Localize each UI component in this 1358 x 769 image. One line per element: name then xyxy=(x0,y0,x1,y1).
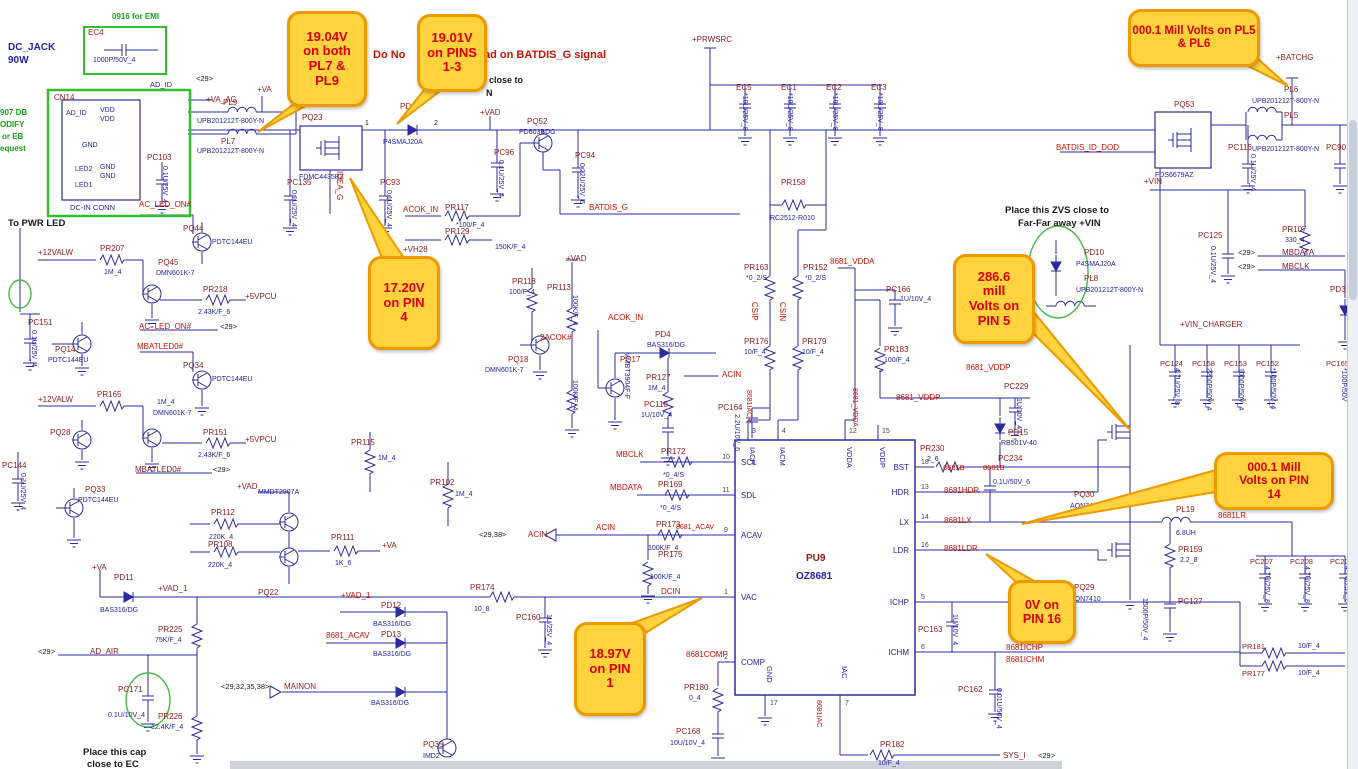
callout-18v97-pin-1: 18.97V on PIN 1 xyxy=(574,622,646,716)
callout-000-1mv-pin-14: 000.1 Mill Volts on PIN 14 xyxy=(1214,452,1334,510)
svg-text:SDL: SDL xyxy=(741,491,757,500)
svg-text:LX: LX xyxy=(899,518,909,527)
svg-text:11: 11 xyxy=(722,487,729,494)
scrollbar-thumb[interactable] xyxy=(1349,120,1357,300)
svg-text:COMP: COMP xyxy=(741,658,765,667)
callout-0v-pin-16: 0V on PIN 16 xyxy=(1008,580,1076,644)
green-highlight-ellipse xyxy=(125,672,171,728)
svg-text:HDR: HDR xyxy=(892,488,910,497)
svg-text:ACAV: ACAV xyxy=(741,531,763,540)
svg-text:IAC: IAC xyxy=(840,666,849,679)
svg-text:17: 17 xyxy=(770,700,778,707)
green-highlight-ellipse xyxy=(8,279,32,309)
charger-ic-body xyxy=(734,439,916,696)
callout-286-6mv-pin-5: 286.6 mill Volts on PIN 5 xyxy=(953,254,1035,344)
callout-000-1mv-pin-14-tail xyxy=(1021,468,1217,525)
svg-text:15: 15 xyxy=(882,428,890,435)
svg-text:ICHP: ICHP xyxy=(890,598,909,607)
callout-17v20-pin-4-tail xyxy=(349,177,406,259)
callout-19v01-pins-1-3: 19.01V on PINS 1-3 xyxy=(417,14,487,92)
green-highlight-box xyxy=(46,88,192,218)
callout-286-6mv-pin-5-tail xyxy=(1022,296,1131,431)
svg-text:VDDA: VDDA xyxy=(845,447,854,468)
svg-text:IACP: IACP xyxy=(748,447,757,465)
svg-text:6: 6 xyxy=(921,644,925,651)
window-bottom-edge xyxy=(230,761,1062,769)
svg-text:16: 16 xyxy=(921,542,929,549)
vertical-scrollbar[interactable] xyxy=(1347,0,1358,769)
svg-text:LDR: LDR xyxy=(893,546,909,555)
svg-text:10: 10 xyxy=(722,454,730,461)
callout-0v-pin-16-tail xyxy=(985,553,1040,583)
svg-text:ICHM: ICHM xyxy=(889,648,910,657)
svg-text:14: 14 xyxy=(921,514,929,521)
svg-text:BST: BST xyxy=(893,463,909,472)
svg-text:IACM: IACM xyxy=(778,447,787,466)
svg-text:7: 7 xyxy=(845,700,849,707)
svg-text:9: 9 xyxy=(724,527,728,534)
svg-text:2: 2 xyxy=(724,654,728,661)
svg-text:18: 18 xyxy=(921,459,929,466)
green-highlight-box xyxy=(83,26,167,75)
svg-text:4: 4 xyxy=(782,428,786,435)
svg-text:VAC: VAC xyxy=(741,593,757,602)
svg-text:12: 12 xyxy=(849,428,857,435)
svg-text:1: 1 xyxy=(724,589,728,596)
callout-17v20-pin-4: 17.20V on PIN 4 xyxy=(368,256,440,350)
svg-text:GND: GND xyxy=(765,666,774,683)
callout-000-1mv-pl5-pl6: 000.1 Mill Volts on PL5 & PL6 xyxy=(1128,9,1260,67)
callout-19v04-pl7-pl9: 19.04V on both PL7 & PL9 xyxy=(287,11,367,107)
svg-text:VDDP: VDDP xyxy=(878,447,887,468)
svg-text:13: 13 xyxy=(921,484,929,491)
svg-text:5: 5 xyxy=(921,594,925,601)
svg-text:3: 3 xyxy=(752,428,756,435)
svg-text:SCL: SCL xyxy=(741,458,757,467)
